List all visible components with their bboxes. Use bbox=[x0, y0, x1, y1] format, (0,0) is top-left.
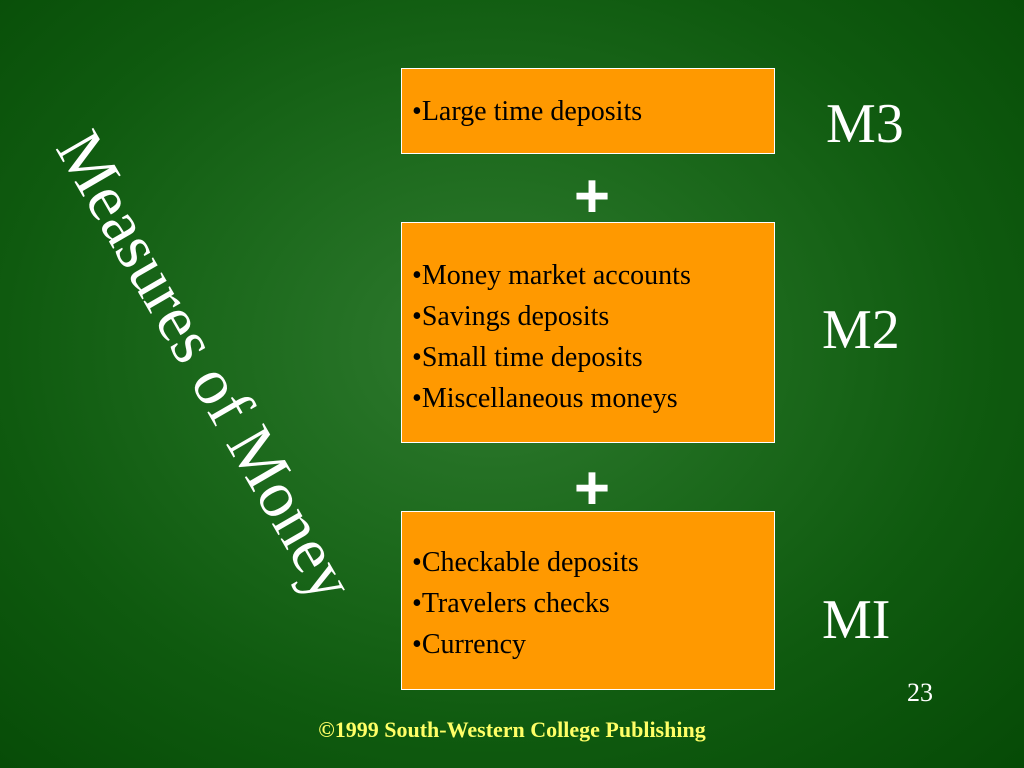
m1-components-box: Checkable deposits Travelers checks Curr… bbox=[401, 511, 775, 690]
page-number: 23 bbox=[907, 678, 933, 707]
m2-item-list: Money market accounts Savings deposits S… bbox=[412, 255, 774, 419]
m3-components-box: Large time deposits bbox=[401, 68, 775, 154]
m1-item: Travelers checks bbox=[412, 583, 774, 624]
m1-label: MI bbox=[822, 589, 891, 651]
m3-item-list: Large time deposits bbox=[412, 91, 774, 132]
m1-item: Currency bbox=[412, 624, 774, 665]
m2-item: Small time deposits bbox=[412, 337, 774, 378]
m1-item: Checkable deposits bbox=[412, 542, 774, 583]
plus-sign: + bbox=[573, 162, 611, 231]
m2-item: Savings deposits bbox=[412, 296, 774, 337]
m3-label: M3 bbox=[826, 93, 904, 155]
slide-title: Measures of Money bbox=[41, 118, 370, 613]
m3-item: Large time deposits bbox=[412, 91, 774, 132]
m2-components-box: Money market accounts Savings deposits S… bbox=[401, 222, 775, 443]
m2-item: Money market accounts bbox=[412, 255, 774, 296]
m2-item: Miscellaneous moneys bbox=[412, 378, 774, 419]
plus-sign: + bbox=[573, 454, 611, 523]
footer-copyright: ©1999 South-Western College Publishing bbox=[318, 717, 706, 742]
m2-label: M2 bbox=[822, 299, 900, 361]
m1-item-list: Checkable deposits Travelers checks Curr… bbox=[412, 542, 774, 665]
